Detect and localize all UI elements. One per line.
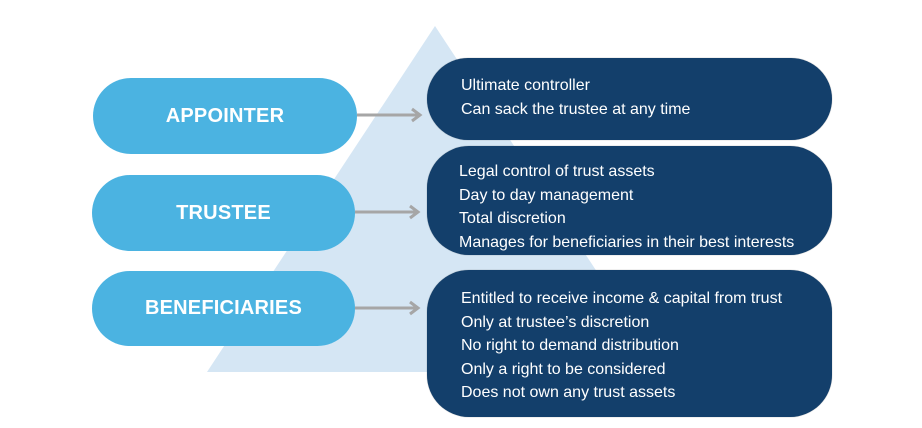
description-point: No right to demand distribution	[461, 337, 679, 354]
arrow-right-icon	[355, 300, 421, 316]
arrow-right-icon	[355, 204, 421, 220]
role-description-trustee: Legal control of trust assets Day to day…	[427, 146, 832, 255]
role-pill-appointer: APPOINTER	[93, 78, 357, 154]
role-pill-beneficiaries: BENEFICIARIES	[92, 271, 355, 346]
role-label-appointer: APPOINTER	[165, 104, 285, 127]
role-pill-trustee: TRUSTEE	[92, 175, 355, 251]
description-point: Day to day management	[459, 186, 634, 204]
description-point: Manages for beneficiaries in their best …	[459, 233, 795, 251]
description-point: Entitled to receive income & capital fro…	[461, 290, 783, 307]
description-point: Legal control of trust assets	[459, 163, 655, 180]
description-point: Does not own any trust assets	[461, 384, 676, 401]
role-description-appointer: Ultimate controller Can sack the trustee…	[427, 58, 832, 140]
role-description-beneficiaries: Entitled to receive income & capital fro…	[427, 270, 832, 417]
description-point: Only a right to be considered	[461, 360, 666, 378]
role-label-beneficiaries: BENEFICIARIES	[144, 297, 303, 319]
description-point: Can sack the trustee at any time	[461, 100, 691, 118]
description-point: Only at trustee’s discretion	[461, 313, 650, 331]
role-label-trustee: TRUSTEE	[176, 201, 271, 224]
description-point: Total discretion	[459, 210, 566, 227]
arrow-right-icon	[357, 107, 423, 123]
description-point: Ultimate controller	[461, 77, 590, 94]
